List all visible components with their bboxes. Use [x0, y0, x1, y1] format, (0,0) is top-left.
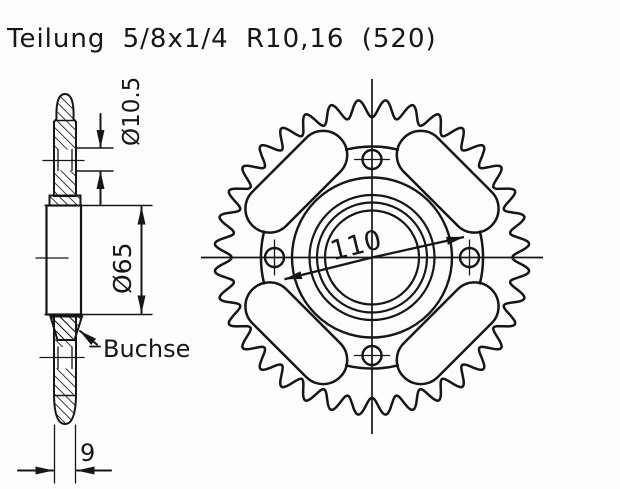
bolt-holes	[263, 148, 481, 367]
dim-hub-text: Ø65	[108, 243, 137, 295]
lightening-slot-ne	[395, 129, 500, 234]
leader-arrow	[79, 330, 98, 346]
lightening-slot-nw	[244, 129, 349, 234]
bolt-boss-arc-bottom	[344, 363, 400, 370]
lightening-slot-sw	[244, 281, 349, 386]
bushing-label: Buchse	[103, 335, 190, 363]
dim-width-text: 9	[80, 439, 95, 467]
bolt-boss-arc-left	[259, 230, 266, 285]
lightening-slot-se	[395, 281, 500, 386]
bolt-boss-arc-top	[344, 145, 400, 152]
bushing-callout: Buchse	[79, 330, 190, 363]
hub-flange-circle	[290, 176, 454, 339]
dim-hub-diameter: Ø65	[44, 204, 153, 316]
dim-arrow	[284, 256, 374, 281]
front-view: 110	[201, 79, 543, 434]
bolt-boss-arc-right	[478, 230, 485, 285]
dim-bolt-hole-text: Ø10.5	[119, 77, 145, 146]
hub-circle-outer	[308, 193, 436, 322]
dim-bolt-circle-text: 110	[327, 224, 385, 267]
hub-circle-inner	[315, 201, 429, 314]
dim-plate-width: 9	[17, 424, 112, 484]
sprocket-teeth-outline	[213, 99, 531, 416]
section-bushing	[49, 315, 84, 341]
drawing-title: Teilung 5/8x1/4 R10,16 (520)	[7, 24, 437, 54]
section-flange-top	[48, 194, 82, 207]
dim-arrow	[372, 235, 465, 259]
section-upper-plate	[53, 92, 77, 197]
section-hub	[45, 204, 83, 316]
dim-bolt-hole-diameter: Ø10.5	[75, 77, 145, 205]
section-lower-plate	[53, 315, 77, 426]
side-view: Ø10.5 Ø65 Buchse 9	[17, 77, 190, 484]
bore-circle	[323, 209, 421, 306]
